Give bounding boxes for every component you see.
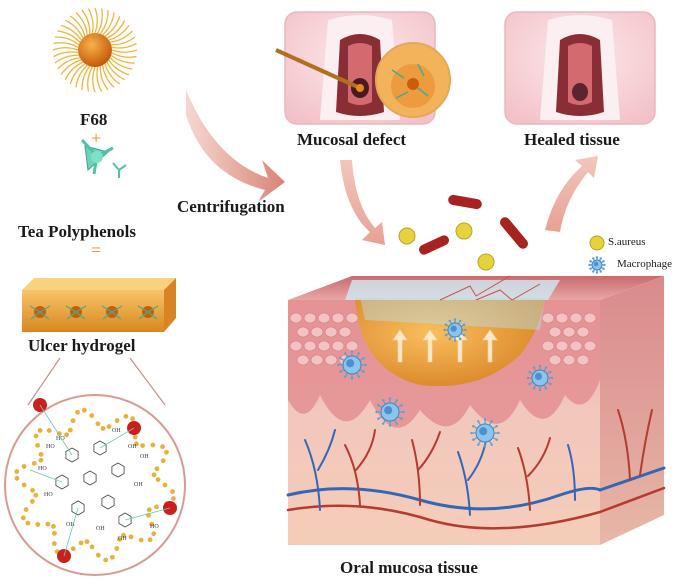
healed-tissue-image: [504, 11, 656, 125]
hydrogel-block-icon: [22, 278, 176, 332]
svg-text:HO: HO: [44, 492, 53, 498]
f68-micelle-icon: [52, 7, 138, 93]
s-aureus-icon: [455, 222, 473, 240]
legend-s-aureus-label: S.aureus: [608, 236, 646, 248]
down-arrow: [340, 160, 385, 245]
centrifugation-arrow: [186, 90, 285, 202]
bacterium-rod-icon: [500, 217, 528, 249]
oral-mucosa-tissue-block: [286, 275, 666, 545]
svg-text:OH: OH: [128, 444, 137, 450]
legend-s-aureus-icon: [589, 235, 605, 251]
svg-text:OH: OH: [134, 482, 143, 488]
equals-sign: =: [91, 240, 102, 260]
bacterium-rod-icon: [448, 194, 482, 210]
f68-label: F68: [80, 110, 108, 129]
svg-text:HO: HO: [150, 524, 159, 530]
bacteria-group: [398, 194, 528, 271]
oral-mucosa-tissue-label: Oral mucosa tissue: [340, 558, 478, 577]
svg-text:HO: HO: [56, 436, 65, 442]
svg-text:OH: OH: [112, 428, 121, 434]
zoom-lines: [27, 357, 166, 406]
svg-text:HO: HO: [38, 466, 47, 472]
macrophage-icon: [375, 397, 405, 427]
s-aureus-icon: [398, 227, 416, 245]
macrophage-icon: [526, 364, 554, 392]
svg-text:OH: OH: [140, 454, 149, 460]
zoom-circle-defect: [375, 42, 451, 118]
svg-text:OH: OH: [66, 522, 75, 528]
plus-sign: +: [91, 128, 102, 148]
ulcer-hydrogel-label: Ulcer hydrogel: [28, 336, 136, 355]
svg-text:OH: OH: [118, 536, 127, 542]
macrophage-icon: [443, 318, 467, 342]
legend-macrophage-icon: [588, 256, 606, 274]
macrophage-icon: [337, 350, 367, 380]
tea-polyphenols-label: Tea Polyphenols: [18, 222, 136, 241]
tea-polyphenol-molecule-icon: [80, 138, 127, 178]
healed-tissue-label: Healed tissue: [524, 130, 620, 149]
centrifugation-label: Centrifugation: [177, 197, 285, 216]
svg-text:OH: OH: [96, 526, 105, 532]
s-aureus-icon: [477, 253, 495, 271]
macrophage-icon: [470, 418, 500, 448]
macrophage-icon: [588, 256, 606, 274]
up-arrow: [545, 156, 598, 232]
svg-text:HO: HO: [46, 444, 55, 450]
legend-macrophage-label: Macrophage: [617, 258, 672, 270]
bacterium-rod-icon: [419, 235, 449, 255]
mucosal-defect-label: Mucosal defect: [297, 130, 407, 149]
